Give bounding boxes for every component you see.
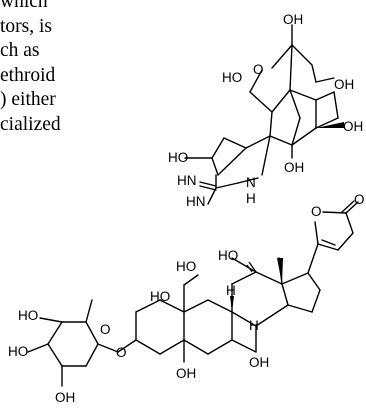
tetrodotoxin-hn-2-label: HN xyxy=(186,194,206,209)
text-line: ) either xyxy=(0,89,56,111)
cardenolide-ho-sugar-4-label: HO xyxy=(18,308,38,323)
tetrodotoxin-hn-1-label: HN xyxy=(177,173,197,188)
tetrodotoxin-h-label: H xyxy=(246,191,256,206)
text-line: tors, is xyxy=(0,15,53,37)
text-line: ch as xyxy=(0,40,40,62)
tetrodotoxin-structure: OH O HO OH HO OH HN N OH HN H xyxy=(168,12,363,209)
cardenolide-ho-1-label: HO xyxy=(150,289,170,304)
tetrodotoxin-n-label: N xyxy=(246,175,256,190)
cardenolide-carbonyl-o-label: O xyxy=(354,192,365,207)
cardenolide-h-8-label: H xyxy=(249,318,259,333)
cardenolide-ho-19-label: HO xyxy=(176,259,196,274)
cardenolide-oh-sugar-2-label: OH xyxy=(55,390,75,405)
tetrodotoxin-oh-bottom-right-label: OH xyxy=(343,119,363,134)
cardenolide-oh-14-label: OH xyxy=(249,355,269,370)
tetrodotoxin-ring-o-label: O xyxy=(253,62,264,77)
cardenolide-ho-sugar-3-label: HO xyxy=(8,344,28,359)
tetrodotoxin-oh-right-label: OH xyxy=(334,77,354,92)
tetrodotoxin-oh-bottom-label: OH xyxy=(284,160,304,175)
text-line: which xyxy=(0,0,48,12)
body-text-column: which tors, is ch as ethroid ) either ci… xyxy=(0,0,132,138)
cardenolide-h-stereo-label: H xyxy=(226,283,236,298)
cardenolide-lactone-o-label: O xyxy=(311,204,322,219)
cardenolide-ho-11-label: HO xyxy=(218,248,238,263)
cardenolide-sugar-ring-o-label: O xyxy=(100,322,111,337)
cardenolide-glycoside-o-label: O xyxy=(116,345,127,360)
tetrodotoxin-ho-left-label: HO xyxy=(222,70,242,85)
text-line: ethroid xyxy=(0,64,56,86)
text-line: cialized xyxy=(0,113,61,135)
cardenolide-oh-5-label: OH xyxy=(176,366,196,381)
cardenolide-structure: O O HO HO H H HO HO O HO O OH OH OH xyxy=(8,192,365,405)
tetrodotoxin-ho-mid-label: HO xyxy=(168,150,188,165)
tetrodotoxin-oh-top-label: OH xyxy=(283,12,303,27)
